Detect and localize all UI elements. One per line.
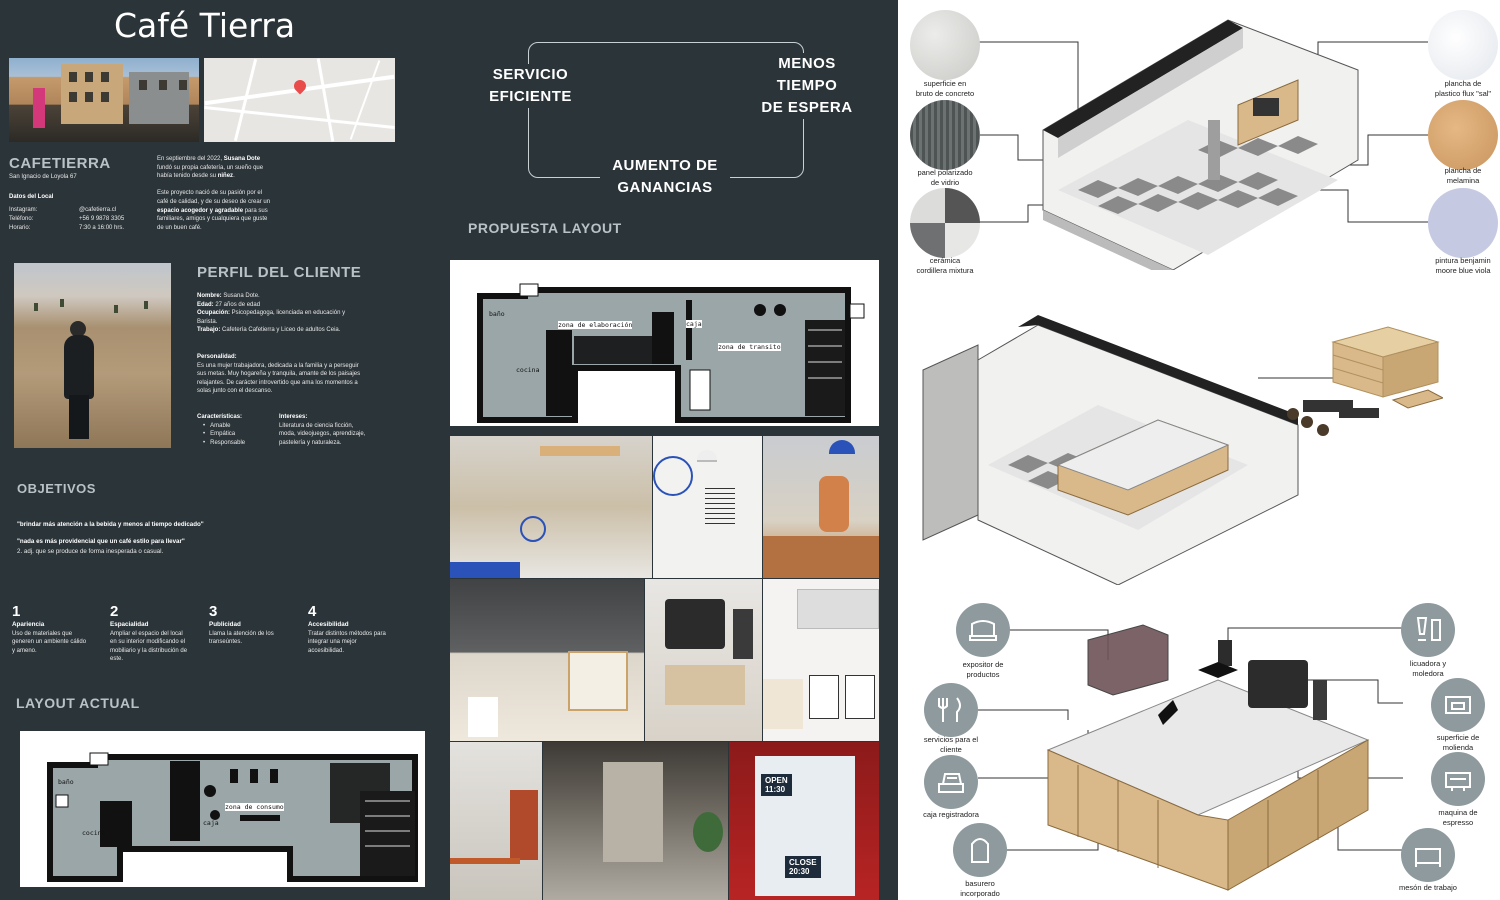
perfil-title: PERFIL DEL CLIENTE — [197, 264, 362, 281]
equipment-label-caja: caja registradora — [923, 810, 979, 819]
plan-label-bano: baño — [58, 778, 74, 786]
utensils-icon — [924, 683, 978, 737]
address: San Ignacio de Loyola 67 — [9, 174, 77, 180]
plan-label-elaboracion: zona de elaboración — [558, 321, 633, 329]
mood-photo-5 — [645, 579, 762, 741]
plan-label-caja: caja — [203, 819, 219, 827]
intro-paragraph: En septiembre del 2022, Susana Dote fund… — [157, 156, 271, 231]
objective-espacialidad: 2 Espacialidad Ampliar el espacio del lo… — [110, 603, 188, 663]
equipment-label-meson: mesón de trabajo — [1399, 883, 1457, 892]
brand-name: CAFETIERRA — [9, 155, 111, 172]
blender-icon — [1401, 603, 1455, 657]
counter-icon — [1401, 828, 1455, 882]
storefront-photo — [9, 58, 199, 142]
datos-local-title: Datos del Local — [9, 194, 54, 200]
plan-label-consumo: zona de consumo — [225, 803, 284, 811]
layout-actual-title: LAYOUT ACTUAL — [16, 695, 140, 711]
plan-label-bano: baño — [489, 310, 505, 318]
mood-photo-3 — [763, 436, 879, 578]
client-photo — [14, 263, 171, 448]
display-case-icon — [956, 603, 1010, 657]
proposed-floor-plan: baño cocina zona de elaboración caja zon… — [450, 260, 879, 426]
quote-2: "nada es más providencial que un café es… — [17, 538, 185, 545]
mood-photo-1 — [450, 436, 652, 578]
page-title: Café Tierra — [114, 6, 296, 45]
objetivos-title: OBJETIVOS — [17, 481, 96, 496]
quote-2-definition: 2. adj. que se produce de forma inespera… — [17, 548, 164, 555]
plan-label-cocina: cocina — [516, 366, 540, 374]
objective-accesibilidad: 4 Accesibilidad Tratar distintos métodos… — [308, 603, 386, 654]
concrete-swatch — [910, 10, 980, 80]
grinder-icon — [1431, 678, 1485, 732]
perfil-details: Nombre: Susana Dote. Edad: 27 años de ed… — [197, 293, 361, 395]
plan-label-cocina: cocina — [82, 829, 106, 837]
isometric-render-top — [1042, 19, 1359, 270]
mood-photo-2 — [653, 436, 762, 578]
ceramic-swatch — [910, 188, 980, 258]
mood-photo-8 — [543, 742, 728, 900]
isometric-render-equipment — [1046, 624, 1370, 891]
blue-paint-swatch — [1428, 188, 1498, 258]
plastic-swatch — [1428, 10, 1498, 80]
pallet-furniture-render — [1287, 326, 1443, 436]
presentation-board: Café Tierra CAFETIERRA San Ignacio de Lo… — [0, 0, 898, 900]
mood-photo-6 — [763, 579, 879, 741]
cash-register-icon — [924, 755, 978, 809]
plan-label-transito: zona de transito — [718, 343, 781, 351]
caracteristicas-list: Características: Amable Empática Respons… — [197, 413, 245, 447]
glass-panel-swatch — [910, 100, 980, 170]
current-floor-plan: baño cocina caja zona de consumo — [20, 731, 425, 887]
quote-1: "brindar más atención a la bebida y meno… — [17, 521, 204, 528]
plan-label-caja: caja — [686, 320, 702, 328]
intereses-list: Intereses: Literatura de ciencia ficción… — [279, 414, 366, 446]
propuesta-title: PROPUESTA LAYOUT — [468, 220, 622, 236]
trash-bin-icon — [953, 823, 1007, 877]
melamine-swatch — [1428, 100, 1498, 170]
location-map — [204, 58, 395, 142]
mood-photo-7 — [450, 742, 542, 900]
mood-photo-4 — [450, 579, 644, 741]
espresso-machine-icon — [1431, 752, 1485, 806]
isometric-render-middle — [922, 315, 1299, 585]
